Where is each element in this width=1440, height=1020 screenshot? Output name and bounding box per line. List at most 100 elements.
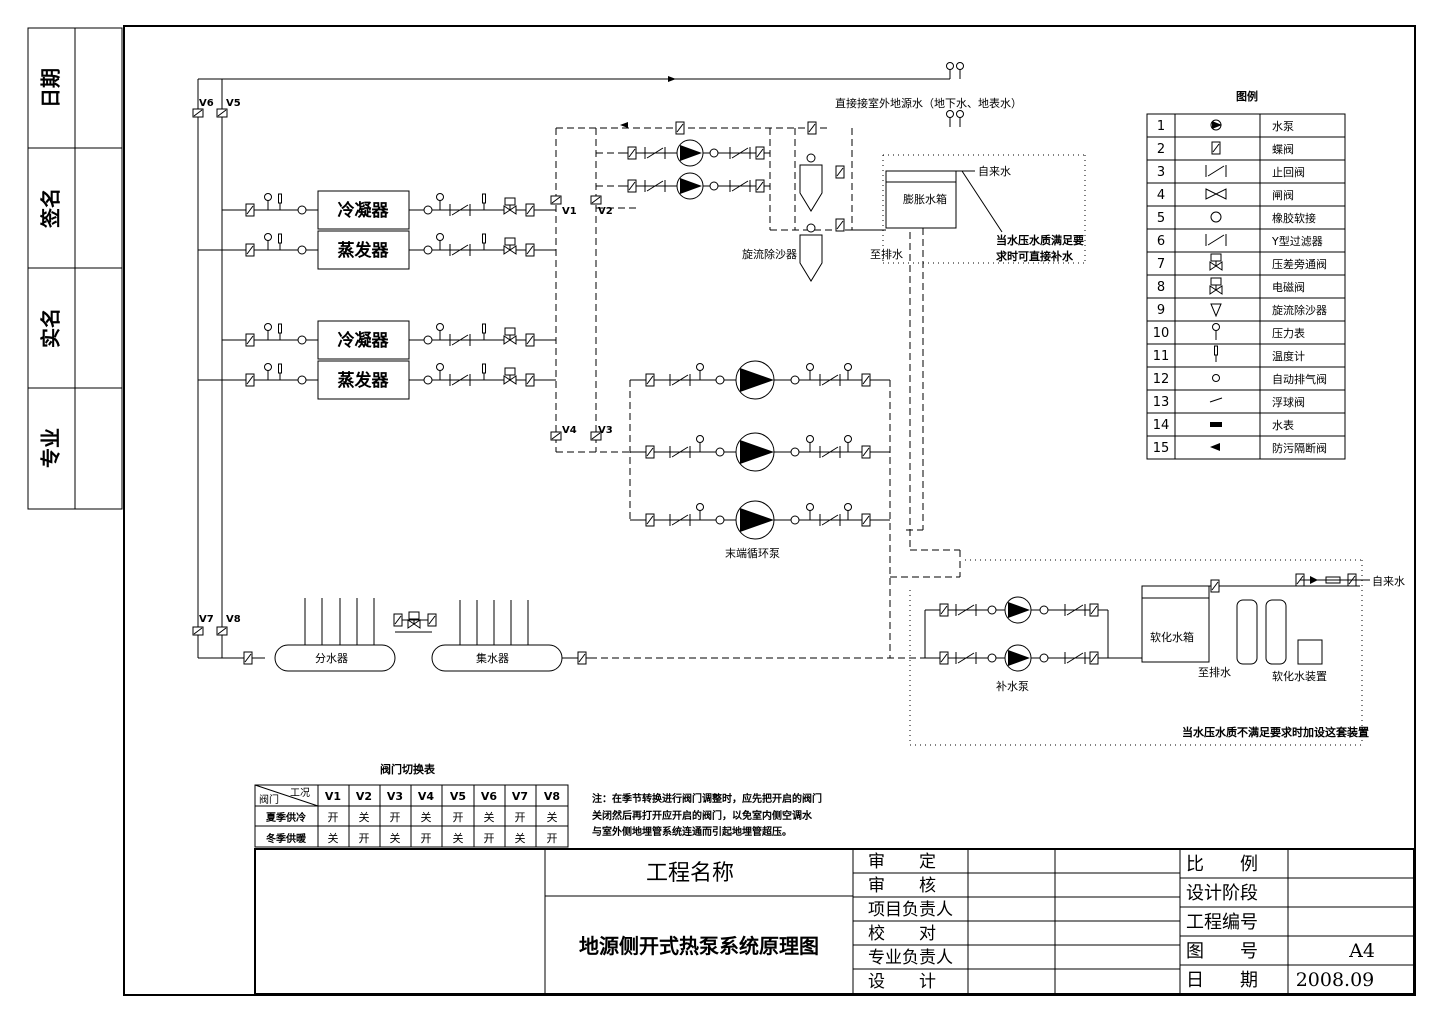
project-name-label: 工程名称 bbox=[646, 861, 734, 886]
valve-label-v1: V1 bbox=[562, 206, 577, 217]
valve-table-col-header: V2 bbox=[356, 790, 372, 803]
title-block-frame bbox=[254, 848, 1415, 995]
legend-name: 电磁阀 bbox=[1272, 280, 1305, 294]
legend-name: 水泵 bbox=[1272, 120, 1294, 133]
valve-table-header-top: 工况 bbox=[290, 787, 310, 799]
expansion-note-line2: 求时可直接补水 bbox=[996, 249, 1074, 263]
note-line-1: 注：在季节转换进行阀门调整时，应先把开启的阀门 bbox=[592, 792, 822, 805]
legend-no: 10 bbox=[1153, 326, 1170, 341]
evaporator-1-label: 蒸发器 bbox=[338, 240, 390, 261]
condenser-2-label: 冷凝器 bbox=[338, 330, 390, 351]
valve-table-cell: 关 bbox=[359, 810, 370, 824]
condenser-2-box bbox=[317, 320, 410, 360]
softened-tank-box bbox=[1141, 585, 1210, 663]
legend-symbols bbox=[1205, 119, 1227, 451]
valve-table-cell: 关 bbox=[328, 831, 339, 845]
legend-table bbox=[1146, 113, 1346, 460]
valve-label-v2: V2 bbox=[598, 206, 613, 217]
valve-table-cell: 关 bbox=[547, 810, 558, 824]
legend-no: 11 bbox=[1153, 349, 1170, 364]
legend-name: 压差旁通阀 bbox=[1272, 257, 1327, 271]
valve-table-cell: 开 bbox=[390, 811, 401, 824]
legend-no: 14 bbox=[1153, 418, 1170, 433]
valve-table-header-bottom: 阀门 bbox=[259, 793, 279, 806]
role-approve: 审 定 bbox=[868, 852, 936, 872]
makeup-pump-label: 补水泵 bbox=[996, 680, 1029, 693]
evaporator-1-box bbox=[317, 230, 410, 270]
legend-name: 自动排气阀 bbox=[1272, 372, 1327, 386]
valve-table-cell: 开 bbox=[547, 832, 558, 845]
role-review: 审 核 bbox=[868, 876, 936, 896]
end-pump-label: 末端循环泵 bbox=[725, 546, 780, 560]
legend-name: 温度计 bbox=[1272, 349, 1305, 363]
valve-table-cell: 开 bbox=[359, 832, 370, 845]
valve-table-title: 阀门切换表 bbox=[380, 762, 436, 776]
valve-table-col-header: V4 bbox=[418, 790, 435, 803]
top-source-note: 直接接室外地源水（地下水、地表水） bbox=[835, 96, 1022, 110]
expansion-tank-label: 膨胀水箱 bbox=[903, 192, 947, 206]
legend-no: 12 bbox=[1153, 372, 1170, 387]
legend-name: 蝶阀 bbox=[1272, 142, 1294, 156]
legend-name: 防污隔断阀 bbox=[1272, 441, 1327, 455]
legend-name: 压力表 bbox=[1272, 326, 1305, 340]
legend-name: 止回阀 bbox=[1272, 165, 1305, 179]
expansion-note-line1: 当水压水质满足要 bbox=[996, 233, 1084, 247]
collector-label: 集水器 bbox=[476, 651, 509, 665]
legend-name: 闸阀 bbox=[1272, 188, 1294, 202]
info-scale-label: 比 例 bbox=[1186, 854, 1258, 875]
role-design: 设 计 bbox=[868, 972, 936, 992]
to-drain-label-top: 至排水 bbox=[870, 247, 903, 261]
note-line-3: 与室外侧地埋管系统连通而引起地埋管超压。 bbox=[592, 825, 792, 838]
info-stage-label: 设计阶段 bbox=[1186, 883, 1258, 904]
legend-no: 9 bbox=[1157, 303, 1165, 318]
legend-name: 浮球阀 bbox=[1272, 395, 1305, 409]
legend-no: 8 bbox=[1157, 280, 1165, 295]
softener-device-label: 软化水装置 bbox=[1272, 669, 1327, 683]
legend-no: 2 bbox=[1157, 142, 1165, 157]
legend-no: 13 bbox=[1153, 395, 1170, 410]
valve-label-v6: V6 bbox=[199, 98, 214, 109]
sand-separator-label: 旋流除沙器 bbox=[742, 247, 797, 261]
info-project-no-label: 工程编号 bbox=[1186, 912, 1258, 933]
legend-no: 7 bbox=[1157, 257, 1165, 272]
role-check: 校 对 bbox=[868, 924, 936, 944]
softened-tank-label: 软化水箱 bbox=[1150, 630, 1194, 644]
role-project-lead: 项目负责人 bbox=[868, 900, 953, 920]
legend-no: 15 bbox=[1153, 441, 1170, 456]
info-drawing-no-value: A4 bbox=[1348, 940, 1375, 962]
valve-table-cell: 关 bbox=[484, 810, 495, 824]
role-discipline-lead: 专业负责人 bbox=[868, 948, 953, 968]
distributor-box bbox=[274, 644, 396, 672]
tap-water-label-top: 自来水 bbox=[978, 165, 1011, 178]
note-line-2: 关闭然后再打开应开启的阀门，以免室内侧空调水 bbox=[592, 809, 813, 822]
valve-table-row-label: 夏季供冷 bbox=[265, 811, 306, 824]
valve-label-v4: V4 bbox=[562, 425, 577, 436]
side-label-sign: 签名 bbox=[39, 188, 63, 229]
valve-table-frame bbox=[254, 784, 569, 848]
side-label-date: 日期 bbox=[39, 68, 63, 108]
valve-table-cell: 开 bbox=[484, 832, 495, 845]
legend-name: Y型过滤器 bbox=[1271, 234, 1323, 248]
legend-no: 4 bbox=[1157, 188, 1165, 203]
valve-label-v8: V8 bbox=[226, 614, 241, 625]
distributor-label: 分水器 bbox=[315, 652, 348, 665]
valve-table-col-header: V8 bbox=[544, 790, 560, 803]
condenser-1-label: 冷凝器 bbox=[338, 200, 390, 221]
valve-table-cell: 关 bbox=[453, 831, 464, 845]
valve-label-v3: V3 bbox=[598, 425, 613, 436]
legend-title: 图例 bbox=[1236, 89, 1258, 103]
tap-water-label-bottom: 自来水 bbox=[1372, 575, 1405, 588]
side-label-discipline: 专业 bbox=[39, 428, 63, 468]
valve-label-v7: V7 bbox=[199, 614, 214, 625]
legend-no: 5 bbox=[1157, 211, 1165, 226]
valve-table-col-header: V5 bbox=[450, 790, 466, 803]
valve-table-row-label: 冬季供暖 bbox=[266, 832, 307, 845]
side-label-realname: 实名 bbox=[39, 308, 63, 348]
valve-table-cell: 关 bbox=[421, 810, 432, 824]
legend-name: 橡胶软接 bbox=[1272, 211, 1316, 225]
info-date-value: 2008.09 bbox=[1296, 969, 1375, 991]
legend-name: 旋流除沙器 bbox=[1272, 303, 1327, 317]
valve-label-v5: V5 bbox=[226, 98, 241, 109]
evaporator-2-label: 蒸发器 bbox=[338, 370, 390, 391]
